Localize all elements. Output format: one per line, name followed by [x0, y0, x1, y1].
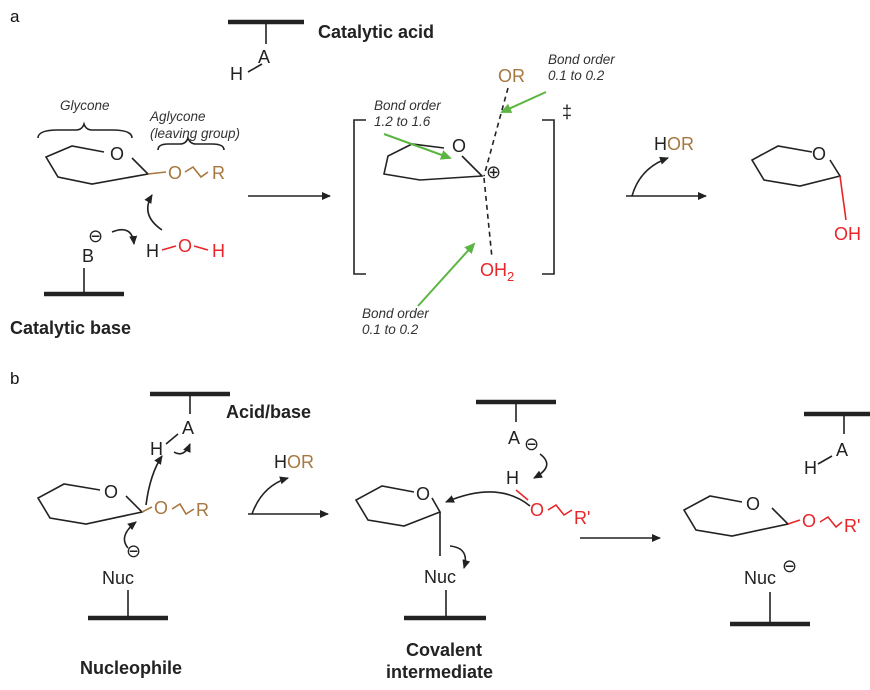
- panel-a-label: a: [10, 7, 20, 26]
- base-B: B: [82, 246, 94, 266]
- product-b: O O R': [682, 494, 860, 537]
- dagger: ‡: [562, 102, 572, 122]
- left-bracket: [353, 119, 366, 275]
- acid-base-residue-2: A ⊖ H O R': [476, 399, 590, 528]
- base-minus: ⊖: [88, 226, 103, 246]
- catalytic-base-residue: B ⊖: [44, 226, 138, 297]
- transition-state: ‡ OR OH2 O ⊕: [353, 66, 572, 284]
- nucleophile-residue-3: Nuc ⊖: [730, 556, 810, 627]
- covalent-label-line2: intermediate: [386, 662, 493, 682]
- panel-b-label: b: [10, 369, 19, 388]
- water-H1: H: [146, 241, 159, 261]
- covalent-intermediate: O Nuc: [354, 484, 531, 621]
- nuc3-label: Nuc: [744, 568, 776, 588]
- bond-order-3-line2: 0.1 to 0.2: [362, 322, 419, 337]
- aglycone-label-line1: Aglycone: [149, 109, 206, 124]
- water-O: O: [178, 236, 192, 256]
- substituent-R-b3: R': [844, 516, 860, 536]
- leaving-arrow-a: [631, 156, 669, 197]
- acid-base-A2: A: [508, 428, 520, 448]
- acid-base-residue-1: A H: [150, 391, 230, 459]
- bond-order-1-line1: Bond order: [374, 98, 441, 113]
- ring-oxygen-a: O: [110, 144, 124, 164]
- leaving-arrow-b: [251, 476, 289, 515]
- acid-base-residue-3: A H: [804, 411, 870, 478]
- product-OH: OH: [834, 224, 861, 244]
- substrate-ring-b1: O O R: [36, 455, 209, 549]
- substituent-O-b3: O: [802, 511, 816, 531]
- ring-oxygen-b1: O: [104, 482, 118, 502]
- nuc2-label: Nuc: [424, 567, 456, 587]
- ts-OR: OR: [498, 66, 525, 86]
- substituent-R-b1: R: [196, 500, 209, 520]
- acid-base-H1: H: [150, 439, 163, 459]
- glycone-brace: [37, 121, 133, 139]
- catalytic-acid-label: Catalytic acid: [318, 22, 434, 42]
- glycone-label: Glycone: [60, 98, 110, 113]
- water-H2: H: [212, 241, 225, 261]
- ts-ring-oxygen: O: [452, 136, 466, 156]
- substrate-ring-a: O O R: [44, 144, 225, 185]
- nucleophile-label: Nucleophile: [80, 658, 182, 678]
- acceptor-H: H: [506, 468, 519, 488]
- covalent-label-line1: Covalent: [406, 640, 482, 660]
- bond-order-1-line2: 1.2 to 1.6: [374, 114, 431, 129]
- nuc1-label: Nuc: [102, 568, 134, 588]
- ring-oxygen-b3: O: [746, 494, 760, 514]
- bond-order-1-arrow: [383, 133, 452, 160]
- acid-base-label: Acid/base: [226, 402, 311, 422]
- substituent-O-a: O: [168, 163, 182, 183]
- hor-a: HOR: [654, 134, 694, 154]
- bond-order-2-line2: 0.1 to 0.2: [548, 68, 605, 83]
- aglycone-label-line2: (leaving group): [150, 126, 240, 141]
- substituent-R-a: R: [212, 163, 225, 183]
- catalytic-acid-residue: A H: [228, 19, 304, 84]
- product-ring-oxygen: O: [812, 144, 826, 164]
- ts-plus: ⊕: [486, 162, 501, 182]
- acceptor-R: R': [574, 508, 590, 528]
- aglycone-brace: [157, 135, 225, 151]
- right-bracket: [542, 119, 555, 275]
- acid-A: A: [258, 47, 270, 67]
- hor-b: HOR: [274, 452, 314, 472]
- ts-OH2: OH2: [480, 260, 514, 284]
- acceptor-O: O: [530, 500, 544, 520]
- catalytic-base-label: Catalytic base: [10, 318, 131, 338]
- ring-oxygen-b2: O: [416, 484, 430, 504]
- substituent-O-b1: O: [154, 498, 168, 518]
- acid-H: H: [230, 64, 243, 84]
- acid-base-H3: H: [804, 458, 817, 478]
- bond-order-2-arrow: [500, 91, 547, 113]
- nuc3-minus: ⊖: [782, 556, 797, 576]
- bond-order-3-line1: Bond order: [362, 306, 429, 321]
- attack-arrow-a: [144, 194, 163, 231]
- acid-base-A1: A: [182, 418, 194, 438]
- nucleophile-residue-1: ⊖ Nuc: [88, 541, 168, 621]
- acid-base-A3: A: [836, 440, 848, 460]
- a2-minus: ⊖: [524, 434, 539, 454]
- product-a: O OH: [750, 144, 861, 244]
- nuc1-minus: ⊖: [126, 541, 141, 561]
- bond-order-2-line1: Bond order: [548, 52, 615, 67]
- bond-order-3-arrow: [417, 242, 476, 307]
